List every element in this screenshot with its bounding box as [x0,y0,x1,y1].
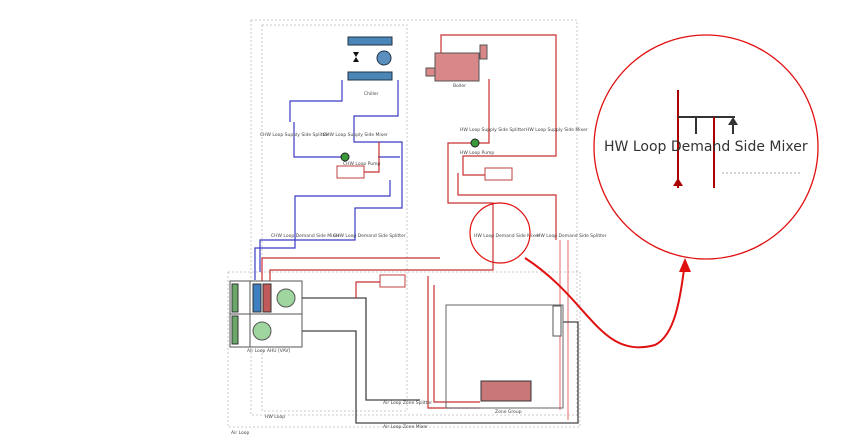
highlight-circle [469,202,531,264]
chw-loop-boundary [261,24,408,412]
chiller-label: Chiller [364,91,379,97]
hw-pump-icon[interactable] [470,138,480,148]
hw-supply-mixer-label: HW Loop Supply Side Mixer [526,127,588,133]
chw-pump-label: CHW Loop Pump [343,161,380,167]
zone-mixer-label: Air Loop Zone Mixer [383,424,428,430]
air-loop-label: Air Loop [231,430,250,436]
chw-demand-mixer-label: CHW Loop Demand Side Mixer [271,233,340,239]
air-terminal-diffuser[interactable] [552,305,562,337]
air-loop-boundary [227,271,581,428]
air-loop-ahu[interactable] [229,280,303,348]
hw-supply-splitter-label: HW Loop Supply Side Splitter [460,127,526,133]
hw-piping [261,34,557,285]
chw-coil-pipe [364,142,380,173]
hw-coil[interactable] [484,167,513,181]
plant-loop-boundary [250,19,578,416]
hw-demand-mixer-label: HW Loop Demand Side Mixer [474,233,540,239]
hw-demand-splitter-label: HW Loop Demand Side Splitter [537,233,607,239]
boiler[interactable] [425,44,488,82]
callout-title: HW Loop Demand Side Mixer [604,139,808,155]
hw-pump-label: HW Loop Pump [460,150,494,156]
chw-pump-icon[interactable] [340,152,350,162]
chiller[interactable] [347,36,393,81]
chw-coil[interactable] [336,165,365,179]
chw-piping [254,80,403,280]
callout-zoom: HW Loop Demand Side Mixer [593,34,819,260]
callout-arrowhead [679,258,691,272]
chw-demand-splitter-label: CHW Loop Demand Side Splitter [333,233,406,239]
ahu-label: Air Loop AHU [VAV] [247,348,290,354]
baseboard-heater[interactable] [480,380,532,402]
callout-arrow [524,257,686,349]
reheat-piping [355,276,480,409]
chw-supply-mixer-label: CHW Loop Supply Side Mixer [323,132,388,138]
zone-group-label: Zone Group [495,409,522,415]
chw-supply-splitter-label: CHW Loop Supply Side Splitter [260,132,329,138]
zone-splitter-label: Air Loop Zone Splitter [383,400,432,406]
reheat-coil[interactable] [379,274,406,288]
hw-loop-label: HW Loop [265,414,285,420]
boiler-label: Boiler [453,83,466,89]
zone-boundary [445,304,564,409]
air-piping [302,297,579,424]
